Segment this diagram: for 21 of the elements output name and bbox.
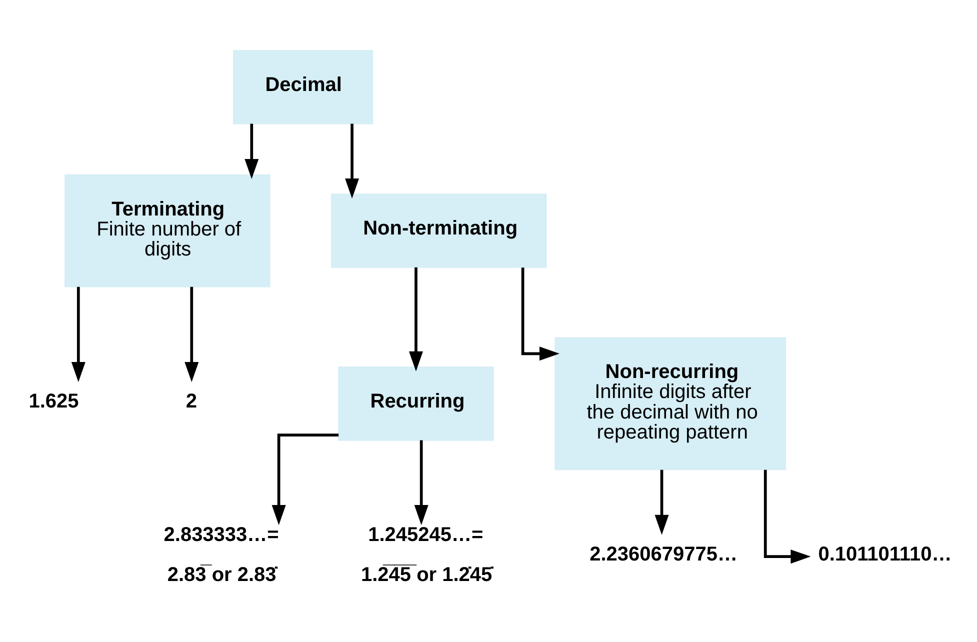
arrow — [764, 469, 811, 564]
arrow — [408, 266, 423, 371]
node-text: 2.2360679775… — [590, 542, 738, 565]
arrow — [244, 123, 259, 178]
node-box: Non-recurring Infinite digits after the decimal with no repeating pattern — [554, 336, 786, 470]
node-text: 2 — [186, 390, 198, 412]
node-text: 2.833333…= 2.83̅ or 2.83̇ — [164, 524, 279, 586]
arrow — [71, 286, 86, 382]
arrow — [414, 440, 428, 525]
node-text: 0.101101110… — [818, 542, 952, 565]
arrow — [184, 286, 199, 382]
arrow — [654, 469, 669, 534]
node-text: 1.625 — [28, 390, 79, 412]
node-box: Non-terminating — [330, 193, 547, 268]
node-box: Recurring — [338, 366, 494, 440]
node-box: Terminating Finite number of digits — [64, 174, 270, 287]
node-text: 1.245245…= 1.2̅4̅5̅ or 1.2̇45̇ — [360, 524, 492, 586]
arrow — [345, 123, 360, 198]
arrow — [521, 267, 560, 360]
arrow — [272, 433, 339, 525]
node-box: Decimal — [233, 50, 374, 124]
